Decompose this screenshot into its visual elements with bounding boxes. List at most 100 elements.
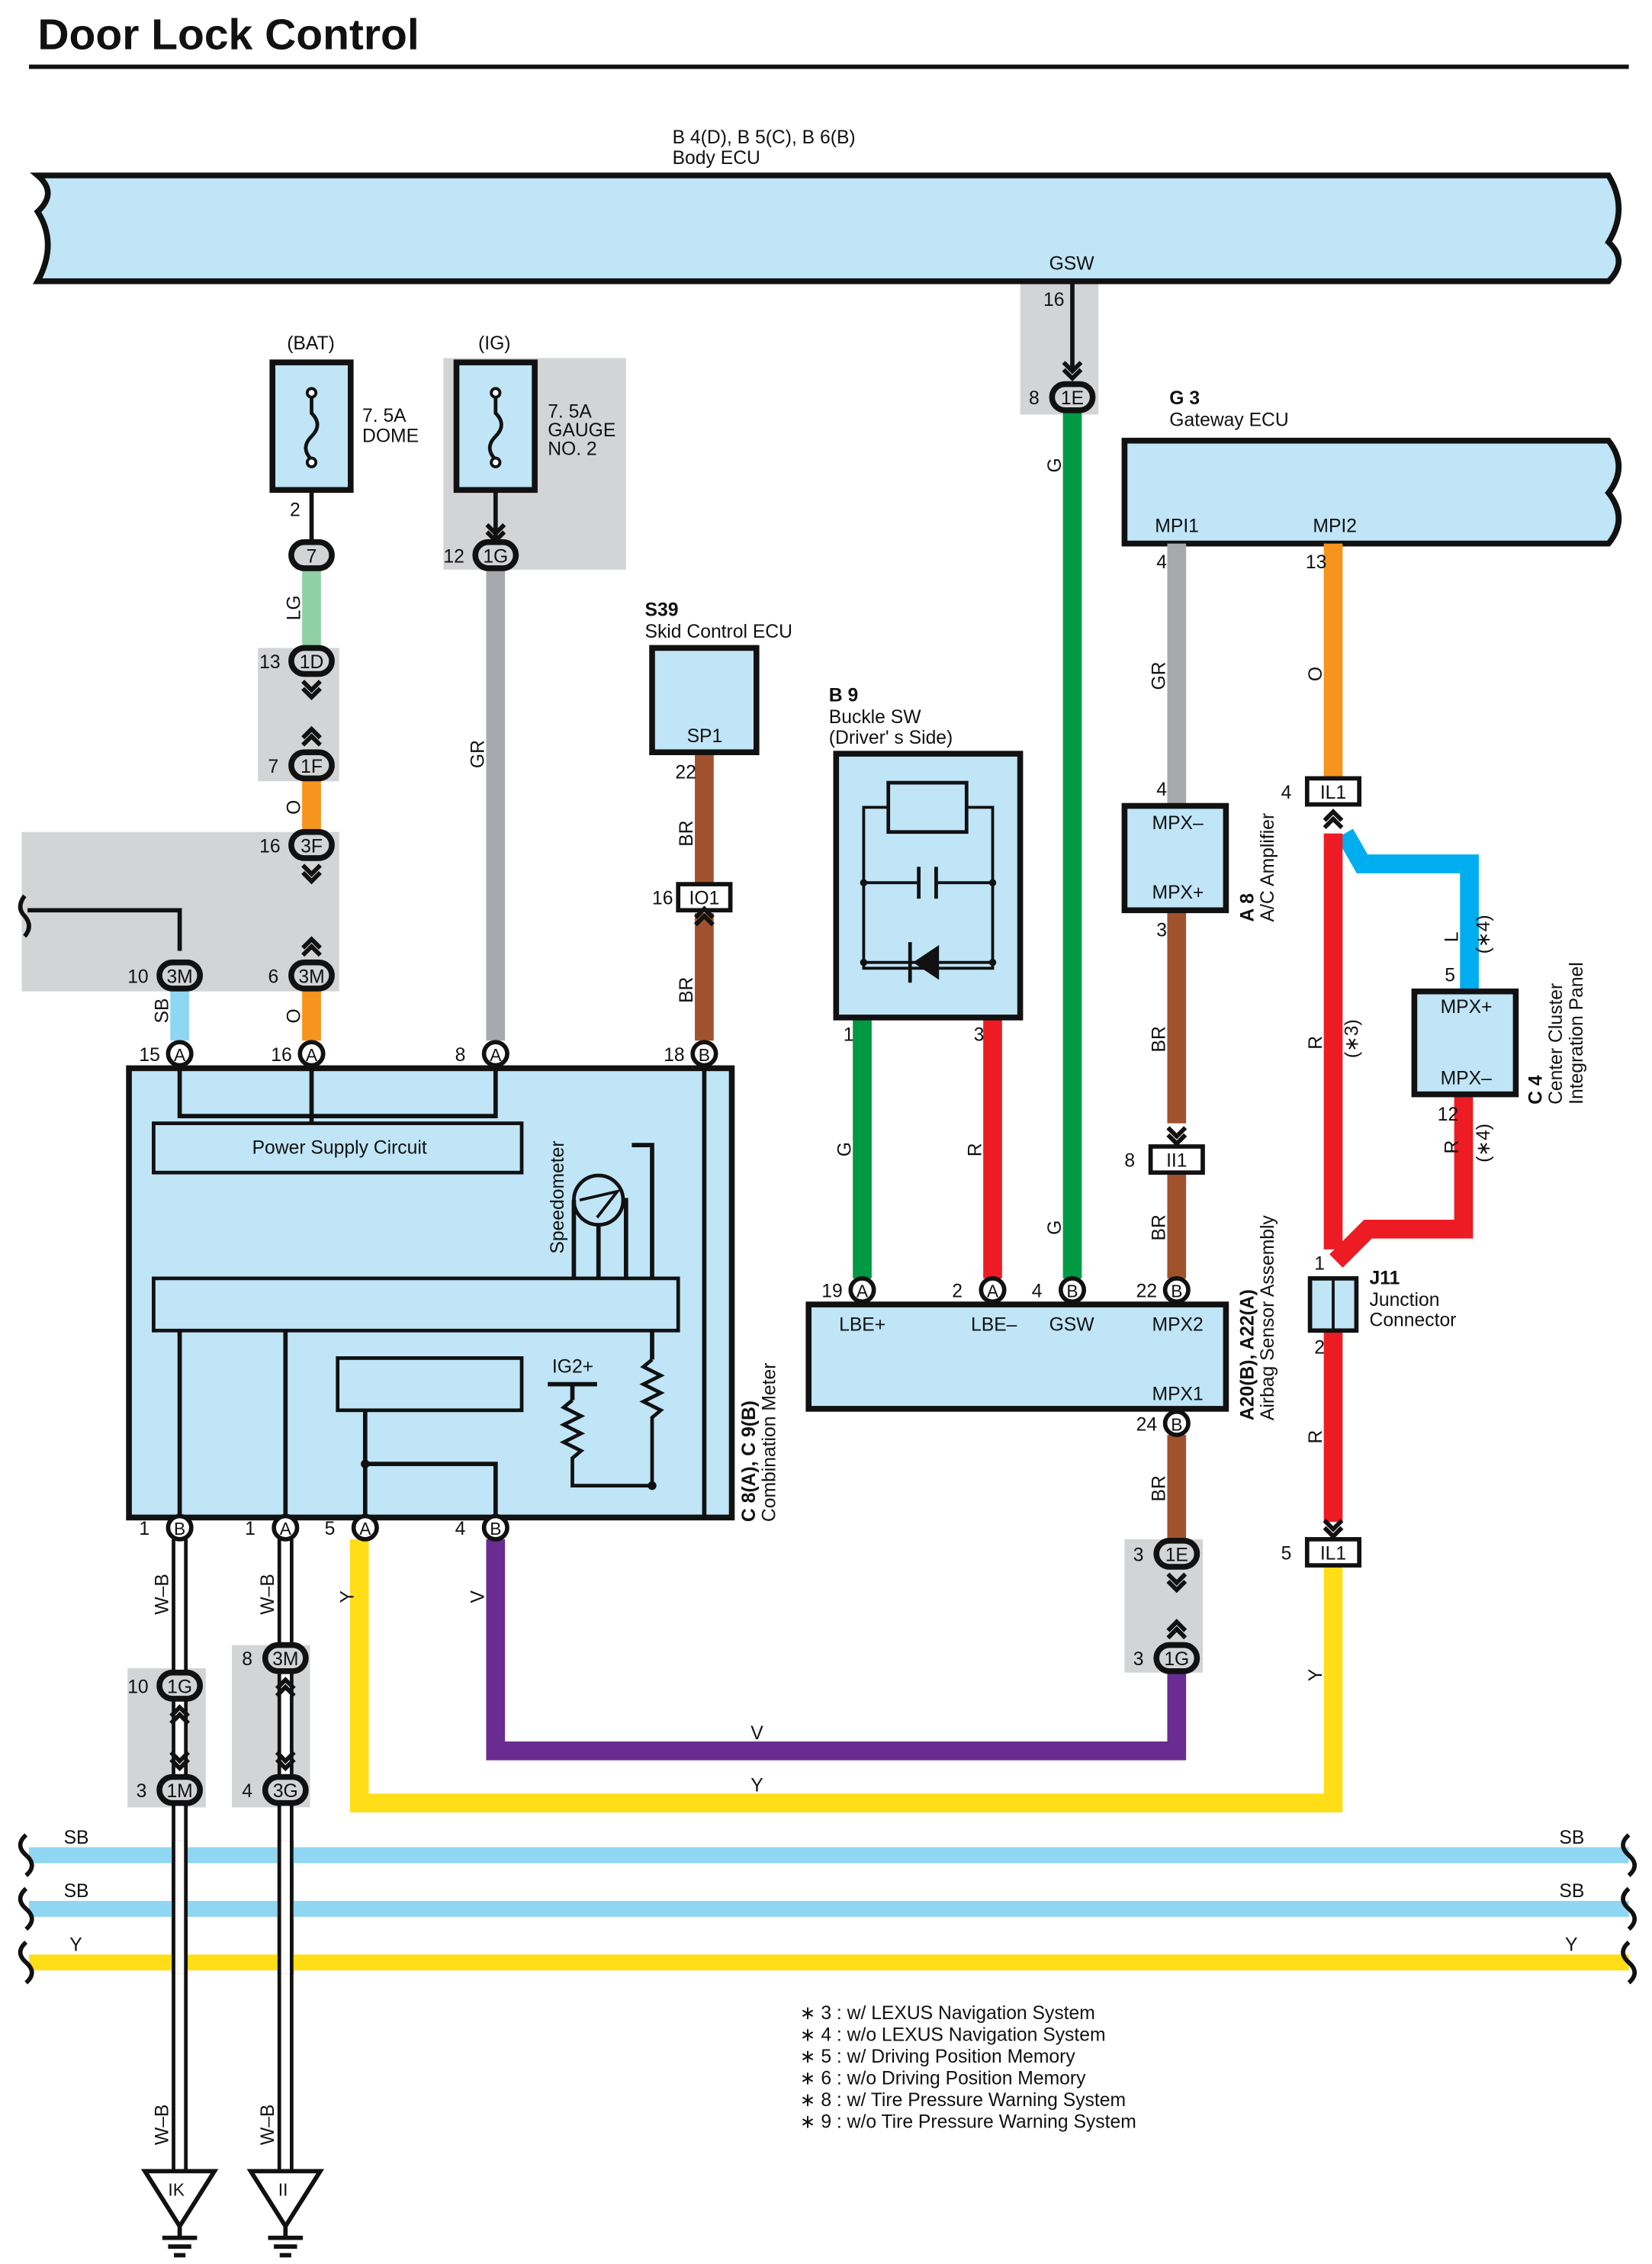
ground-II-label: II [278,2180,288,2200]
connector-label: 3F [301,836,323,857]
pin-number: 4 [1156,552,1167,573]
pin-B: B18 [664,1040,718,1068]
pin-number: 19 [821,1282,842,1302]
meter-ig2: IG2+ [552,1356,593,1377]
fuse-gauge-rating: 7. 5A [548,401,592,422]
fuse-gauge: (IG) 7. 5A GAUGE NO. 2 [453,333,615,542]
connector-oval [1049,381,1096,413]
chevron-icon [169,1751,191,1772]
pin-number: 5 [325,1519,336,1539]
connector-1G: 1G3 [1133,1642,1200,1674]
pin-number: 2 [952,1282,963,1302]
connector-3M: 3M8 [242,1642,309,1674]
connector-oval [156,1774,203,1806]
airbag-code: A20(B), A22(A) [1238,1289,1258,1420]
skid-ecu-code: S39 [645,600,679,621]
pin-number: 1 [245,1519,256,1539]
panel-mpx-plus: MPX+ [1441,997,1493,1018]
ac-code: A 8 [1238,893,1258,922]
wire-label-V: V [750,1723,763,1744]
junction-name2: Connector [1370,1310,1457,1331]
connector-oval [288,959,335,992]
pin-letter: B [490,1519,501,1539]
ac-name: A/C Amplifier [1258,813,1278,922]
chevron-icon [1323,809,1344,830]
fuse-gauge-name1: GAUGE [548,420,615,441]
chevron-icon [1166,1572,1188,1593]
fuse-dome-pin: 2 [290,500,301,521]
connector-label: 1E [1165,1545,1188,1565]
buckle-name2: (Driver' s Side) [829,728,953,748]
pin-A: A19 [821,1276,876,1304]
pin-letter: B [174,1519,185,1539]
connector-label: 1M [166,1781,192,1802]
meter-speedometer: Speedometer [548,1140,568,1253]
ground-II: II [246,2169,325,2258]
connector-label: 3M [166,966,192,987]
connector-label: 1D [300,652,324,673]
wire-label-GR: GR [1149,661,1170,690]
connector-oval [262,1774,309,1806]
connector-1M: 1M3 [137,1774,203,1806]
panel-pin5: 5 [1445,965,1455,986]
connector-pin: 5 [1281,1544,1292,1565]
body-ecu-code: B 4(D), B 5(C), B 6(B) [673,127,856,148]
wire-R-panel [1329,1094,1474,1268]
connector-3M: 3M6 [268,959,335,992]
pin-letter: A [280,1519,292,1539]
connector-1E: 1E3 [1133,1538,1200,1570]
pin-number: 15 [139,1045,159,1066]
pin-letter: A [174,1045,186,1065]
connector-label: IO1 [689,889,720,909]
wire-label-Y: Y [69,1935,82,1956]
connector-pin: 16 [259,836,280,857]
connector-pin: 16 [652,889,673,909]
body-ecu-gsw: GSW [1049,254,1095,275]
wire-label-O: O [284,1008,304,1023]
pin-number: 16 [271,1045,291,1066]
wire-label-G: G [834,1142,855,1156]
wb-over-bus [172,1841,294,1974]
chevron-icon [275,1751,296,1772]
footnote-mark: (∗4) [1474,1124,1494,1163]
connector-pin: 4 [242,1781,252,1802]
airbag-name: Airbag Sensor Assembly [1258,1214,1278,1420]
connector-pin: 8 [1029,388,1040,409]
connector-pin: 7 [268,757,279,777]
pin-number: 22 [1136,1282,1157,1302]
pin-letter: A [987,1282,999,1301]
connector-label: 1G [483,546,508,567]
skid-ecu-name: Skid Control ECU [645,622,792,642]
connector-3G: 3G4 [242,1774,309,1806]
buckle-pin3: 3 [974,1024,985,1045]
connector-7: 7 [288,539,335,571]
pin-B: B1 [139,1513,194,1542]
note-1: ∗ 3 : w/ LEXUS Navigation System [800,2003,1095,2024]
wire-label-G: G [1045,458,1065,472]
ac-mpx-minus: MPX– [1152,813,1204,834]
footnotes: ∗ 3 : w/ LEXUS Navigation System ∗ 4 : w… [800,2003,1136,2133]
wire-label-SB: SB [1559,1881,1584,1902]
connector-pin: 6 [268,966,279,987]
chevron-icon [1323,1519,1344,1540]
gateway-mpi1: MPI1 [1155,516,1199,536]
junction-pin2: 2 [1314,1338,1325,1359]
pin-letter: A [306,1045,318,1065]
junction-pin1: 1 [1314,1254,1325,1275]
pin-number: 1 [139,1519,149,1539]
wire-label-WB: W–B [258,2105,278,2146]
chevron-icon [275,1677,296,1698]
chevron-icon [301,936,322,957]
connector-pin: 12 [443,546,464,567]
connector-oval [288,749,335,782]
wire-label-O: O [284,800,304,815]
wire-label-Y: Y [1306,1669,1326,1681]
note-6: ∗ 9 : w/o Tire Pressure Warning System [800,2111,1136,2132]
meter-name: Combination Meter [760,1363,780,1523]
